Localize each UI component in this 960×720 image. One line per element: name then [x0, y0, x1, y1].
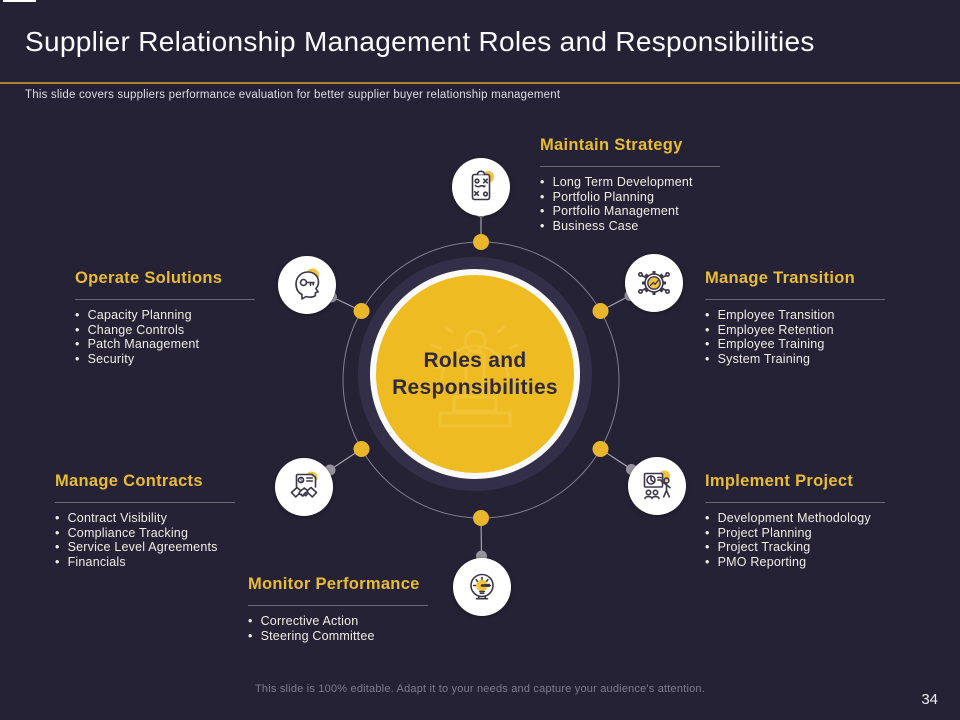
bullet-item: •Steering Committee	[248, 628, 375, 643]
section-bullet-list: •Capacity Planning •Change Controls •Pat…	[75, 308, 255, 366]
maintain-strategy-icon-badge	[452, 158, 510, 216]
yellow-dot	[473, 510, 489, 526]
section-title: Monitor Performance	[248, 575, 420, 593]
presentation-chart-icon	[643, 470, 671, 500]
yellow-dot	[592, 303, 609, 319]
bullet-item: •Development Methodology	[705, 511, 871, 525]
section-underline	[705, 299, 885, 300]
title-divider-line	[0, 82, 960, 84]
section-title: Operate Solutions	[75, 269, 223, 287]
section-underline	[55, 502, 235, 503]
section-bullet-list: •Corrective Action •Steering Committee	[248, 614, 428, 643]
bullet-item: •Compliance Tracking	[55, 525, 189, 540]
gear-network-icon	[638, 271, 670, 295]
section-title: Maintain Strategy	[540, 136, 683, 154]
bullet-item: •Patch Management	[75, 337, 200, 352]
center-label: Roles and Responsibilities	[392, 347, 558, 402]
bullet-item: •Security	[75, 351, 135, 366]
center-label-line2: Responsibilities	[392, 376, 558, 399]
bullet-item: •Project Planning	[705, 525, 812, 540]
head-key-icon	[295, 268, 320, 300]
bullet-item: •Change Controls	[75, 322, 185, 337]
bullet-item: •Portfolio Planning	[540, 189, 655, 204]
section-maintain-strategy: Maintain Strategy •Long Term Development…	[540, 136, 720, 233]
section-underline	[705, 502, 885, 503]
bullet-item: •Financials	[55, 554, 126, 569]
section-monitor-performance: Monitor Performance •Corrective Action •…	[248, 575, 428, 643]
page-title: Supplier Relationship Management Roles a…	[25, 26, 815, 57]
bullet-item: •Portfolio Management	[540, 204, 679, 219]
section-manage-transition: Manage Transition •Employee Transition •…	[705, 269, 885, 366]
section-title: Manage Contracts	[55, 472, 203, 490]
implement-project-icon-badge	[628, 457, 686, 515]
handshake-document-icon: $	[290, 471, 318, 498]
bullet-item: •Employee Training	[705, 337, 825, 352]
section-title: Manage Transition	[705, 269, 855, 287]
section-bullet-list: •Contract Visibility •Compliance Trackin…	[55, 511, 235, 569]
section-manage-contracts: Manage Contracts •Contract Visibility •C…	[55, 472, 235, 569]
section-operate-solutions: Operate Solutions •Capacity Planning •Ch…	[75, 269, 255, 366]
section-bullet-list: •Employee Transition •Employee Retention…	[705, 308, 885, 366]
bullet-item: •Long Term Development	[540, 175, 693, 189]
orbit-yellow-dots	[353, 234, 609, 526]
center-circle: Roles and Responsibilities	[370, 269, 580, 479]
svg-text:$: $	[300, 478, 303, 484]
section-implement-project: Implement Project •Development Methodolo…	[705, 472, 885, 569]
bullet-item: •Contract Visibility	[55, 511, 168, 525]
operate-solutions-icon-badge	[278, 256, 336, 314]
monitor-performance-icon-badge	[453, 558, 511, 616]
bullet-item: •Corrective Action	[248, 614, 359, 628]
manage-transition-icon-badge	[625, 254, 683, 312]
section-underline	[75, 299, 255, 300]
bullet-item: •Service Level Agreements	[55, 540, 218, 555]
bullet-item: •Employee Retention	[705, 322, 834, 337]
bullet-item: •Business Case	[540, 218, 639, 233]
section-bullet-list: •Long Term Development •Portfolio Planni…	[540, 175, 720, 233]
person-podium-watermark-icon	[430, 325, 520, 428]
yellow-dot	[353, 303, 370, 319]
yellow-dot	[473, 234, 489, 250]
top-accent-line	[3, 0, 36, 2]
bullet-item: •Employee Transition	[705, 308, 835, 322]
slide-subtitle: This slide covers suppliers performance …	[25, 89, 561, 101]
yellow-dot	[353, 441, 370, 457]
yellow-dot	[592, 441, 609, 457]
footer-note: This slide is 100% editable. Adapt it to…	[255, 683, 705, 695]
strategy-clipboard-icon	[471, 170, 494, 201]
manage-contracts-icon-badge: $	[275, 458, 333, 516]
gauge-icon	[470, 573, 494, 600]
section-bullet-list: •Development Methodology •Project Planni…	[705, 511, 885, 569]
bullet-item: •Capacity Planning	[75, 308, 192, 322]
bullet-item: •System Training	[705, 351, 811, 366]
section-underline	[248, 605, 428, 606]
section-underline	[540, 166, 720, 167]
bullet-item: •PMO Reporting	[705, 554, 807, 569]
page-number: 34	[921, 691, 938, 708]
center-label-line1: Roles and	[423, 348, 527, 372]
section-title: Implement Project	[705, 472, 854, 490]
bullet-item: •Project Tracking	[705, 540, 811, 555]
